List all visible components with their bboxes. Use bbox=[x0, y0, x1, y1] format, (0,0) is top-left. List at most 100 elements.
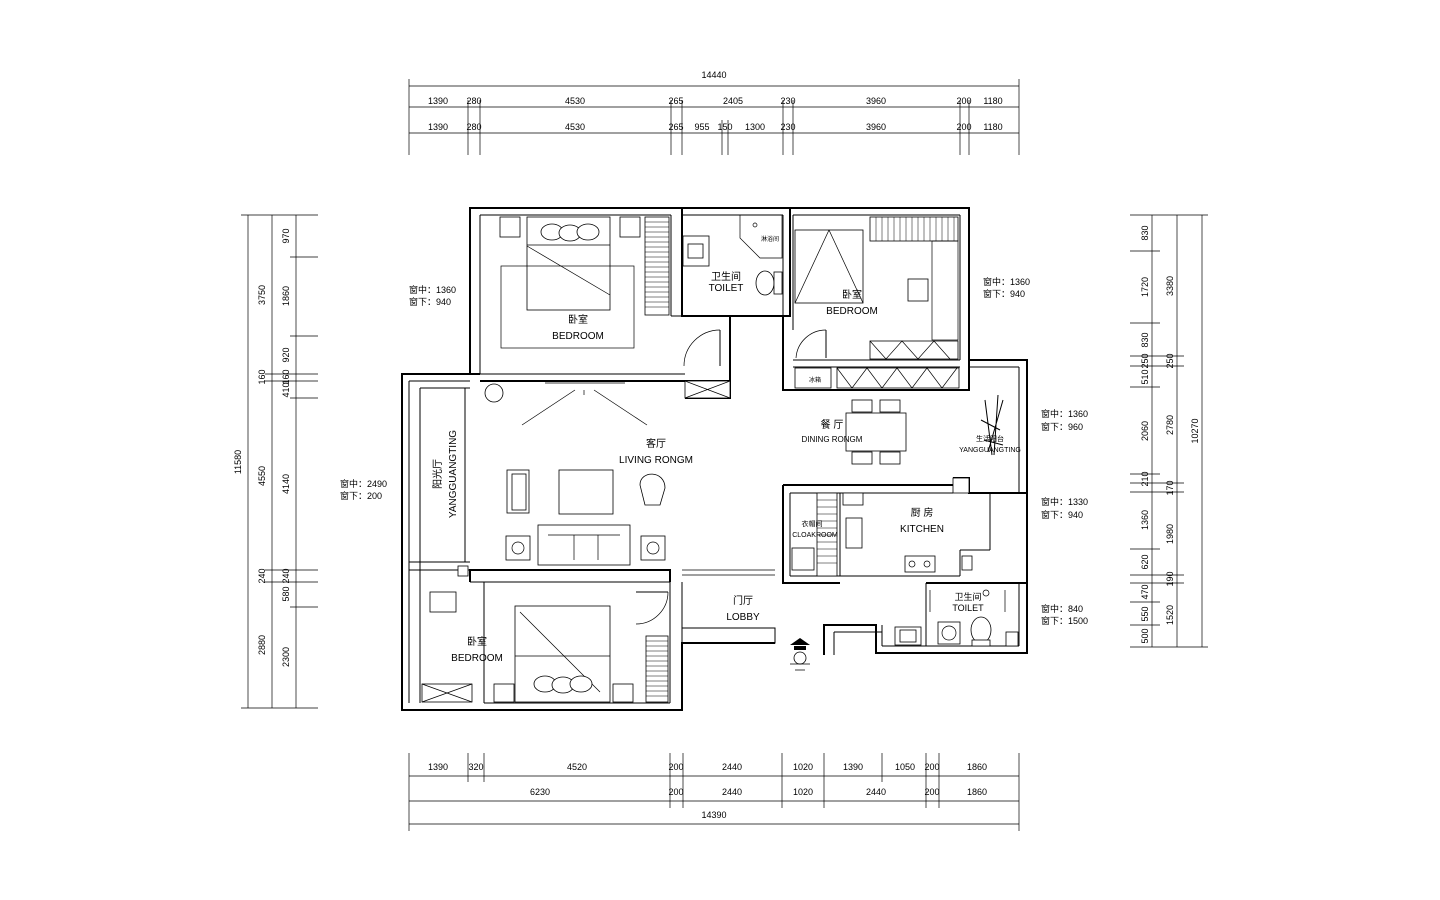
right-in-9: 620 bbox=[1140, 554, 1150, 569]
window-note-4-mid: 窗中：2490 bbox=[340, 478, 387, 489]
bottom-dim-4: 200 bbox=[668, 762, 683, 772]
fridge-label: 冰箱 bbox=[809, 376, 821, 384]
right-total-dim: 10270 bbox=[1190, 418, 1200, 443]
window-note-2-mid: 窗中：1360 bbox=[983, 276, 1030, 287]
top2-dim-2: 280 bbox=[466, 122, 481, 132]
bottom2-dim-5: 2440 bbox=[866, 787, 886, 797]
right-in-4: 250 bbox=[1140, 353, 1150, 368]
top2-dim-7: 1300 bbox=[745, 122, 765, 132]
left-in-7: 240 bbox=[281, 568, 291, 583]
entrance-marker-icon bbox=[790, 638, 810, 671]
right-in-11: 550 bbox=[1140, 606, 1150, 621]
toilet-bottom-cn: 卫生间 bbox=[954, 591, 981, 602]
window-note-3-mid: 窗中：1360 bbox=[1041, 408, 1088, 419]
bottom-total-dim: 14390 bbox=[701, 810, 726, 820]
dining-cn: 餐 厅 bbox=[821, 418, 844, 431]
lobby-cn: 门厅 bbox=[733, 594, 753, 607]
right-in-1: 830 bbox=[1140, 225, 1150, 240]
window-note-5-low: 窗下：940 bbox=[1041, 509, 1083, 520]
left-mid-5: 2880 bbox=[257, 635, 267, 655]
kitchen-fixtures bbox=[791, 477, 973, 577]
top2-dim-9: 3960 bbox=[866, 122, 886, 132]
top2-dim-6: 150 bbox=[717, 122, 732, 132]
bottom2-dim-4: 1020 bbox=[793, 787, 813, 797]
left-in-6: 4140 bbox=[281, 474, 291, 494]
top-dim-3: 4530 bbox=[565, 96, 585, 106]
wardrobe-top-right bbox=[869, 216, 959, 242]
bedroom-top-left-cn: 卧室 bbox=[568, 313, 588, 326]
cloak-en: CLOAKROOM bbox=[792, 532, 838, 539]
right-in-2: 1720 bbox=[1140, 277, 1150, 297]
top-dimension-chain: 14440 1390 280 4530 265 2405 230 3960 20… bbox=[408, 70, 1020, 155]
top-dim-7: 3960 bbox=[866, 96, 886, 106]
window-note-3-low: 窗下：960 bbox=[1041, 421, 1083, 432]
left-mid-3: 4550 bbox=[257, 466, 267, 486]
window-note-1-low: 窗下：940 bbox=[409, 296, 451, 307]
top-total-dim: 14440 bbox=[701, 70, 726, 80]
top2-dim-4: 265 bbox=[668, 122, 683, 132]
top2-dim-8: 230 bbox=[780, 122, 795, 132]
left-total-dim: 11580 bbox=[233, 450, 243, 474]
bedroom-bottom-en: BEDROOM bbox=[451, 653, 503, 664]
left-in-5: 410 bbox=[281, 382, 291, 397]
lobby-en: LOBBY bbox=[726, 612, 760, 623]
bedroom-top-right-furniture bbox=[794, 216, 959, 360]
right-mid-5: 1980 bbox=[1165, 524, 1175, 544]
left-mid-4: 240 bbox=[257, 568, 267, 583]
left-mid-1: 3750 bbox=[257, 285, 267, 305]
left-in-9: 2300 bbox=[281, 647, 291, 667]
window-note-5-mid: 窗中：1330 bbox=[1041, 496, 1088, 507]
balcony-left-en: YANGGUANGTING bbox=[448, 430, 459, 518]
bottom-dim-3: 4520 bbox=[567, 762, 587, 772]
wardrobe-top-left bbox=[644, 216, 670, 316]
top-dim-5: 2405 bbox=[723, 96, 743, 106]
bottom-dim-6: 1020 bbox=[793, 762, 813, 772]
left-in-3: 920 bbox=[281, 347, 291, 362]
bottom-dim-10: 1860 bbox=[967, 762, 987, 772]
wardrobe-bottom bbox=[645, 635, 669, 703]
bedroom-top-left-furniture bbox=[499, 216, 731, 399]
toilet-top-cn: 卫生间 bbox=[711, 270, 741, 283]
bottom2-dim-2: 200 bbox=[668, 787, 683, 797]
right-in-10: 470 bbox=[1140, 584, 1150, 599]
left-in-2: 1860 bbox=[281, 286, 291, 306]
bottom-dim-7: 1390 bbox=[843, 762, 863, 772]
top2-dim-10: 200 bbox=[956, 122, 971, 132]
right-dimension-chain: 830 1720 830 250 510 2060 210 1360 620 4… bbox=[1130, 214, 1208, 648]
right-mid-2: 250 bbox=[1165, 353, 1175, 368]
bedroom-bottom-cn: 卧室 bbox=[467, 635, 487, 648]
balcony-right-cn: 生活阳台 bbox=[976, 434, 1004, 443]
door-swing-icon bbox=[795, 329, 827, 359]
door-swing-icon bbox=[683, 329, 721, 367]
bottom-dim-9: 200 bbox=[924, 762, 939, 772]
dining-en: DINING RONGM bbox=[802, 435, 863, 444]
right-in-6: 2060 bbox=[1140, 421, 1150, 441]
toilet-bottom-en: TOILET bbox=[952, 603, 984, 613]
bottom2-dim-6: 200 bbox=[924, 787, 939, 797]
bedroom-top-right-en: BEDROOM bbox=[826, 306, 878, 317]
room-labels: 卧室 BEDROOM 卫生间 TOILET 淋浴间 卧室 BEDROOM 客厅 … bbox=[431, 235, 1021, 664]
living-furniture bbox=[484, 382, 666, 566]
bottom2-dim-3: 2440 bbox=[722, 787, 742, 797]
right-mid-1: 3380 bbox=[1165, 276, 1175, 296]
window-note-6-mid: 窗中：840 bbox=[1041, 603, 1083, 614]
toilet-bottom-fixtures bbox=[894, 589, 1019, 647]
right-in-8: 1360 bbox=[1140, 510, 1150, 530]
bottom2-dim-7: 1860 bbox=[967, 787, 987, 797]
top-dim-2: 280 bbox=[466, 96, 481, 106]
right-in-5: 510 bbox=[1140, 369, 1150, 384]
left-in-8: 580 bbox=[281, 586, 291, 601]
right-mid-3: 2780 bbox=[1165, 415, 1175, 435]
top-dim-9: 1180 bbox=[983, 96, 1002, 106]
door-swing-icon bbox=[635, 591, 669, 625]
shower-label: 淋浴间 bbox=[761, 235, 779, 243]
bottom2-dim-1: 6230 bbox=[530, 787, 550, 797]
bottom-dim-1: 1390 bbox=[428, 762, 448, 772]
right-in-7: 210 bbox=[1140, 471, 1150, 486]
bedroom-top-left-en: BEDROOM bbox=[552, 331, 604, 342]
right-mid-4: 170 bbox=[1165, 480, 1175, 495]
top2-dim-5: 955 bbox=[694, 122, 709, 132]
right-mid-7: 1520 bbox=[1165, 605, 1175, 625]
bedroom-bottom-furniture bbox=[421, 565, 669, 703]
bedroom-top-right-cn: 卧室 bbox=[842, 288, 862, 301]
